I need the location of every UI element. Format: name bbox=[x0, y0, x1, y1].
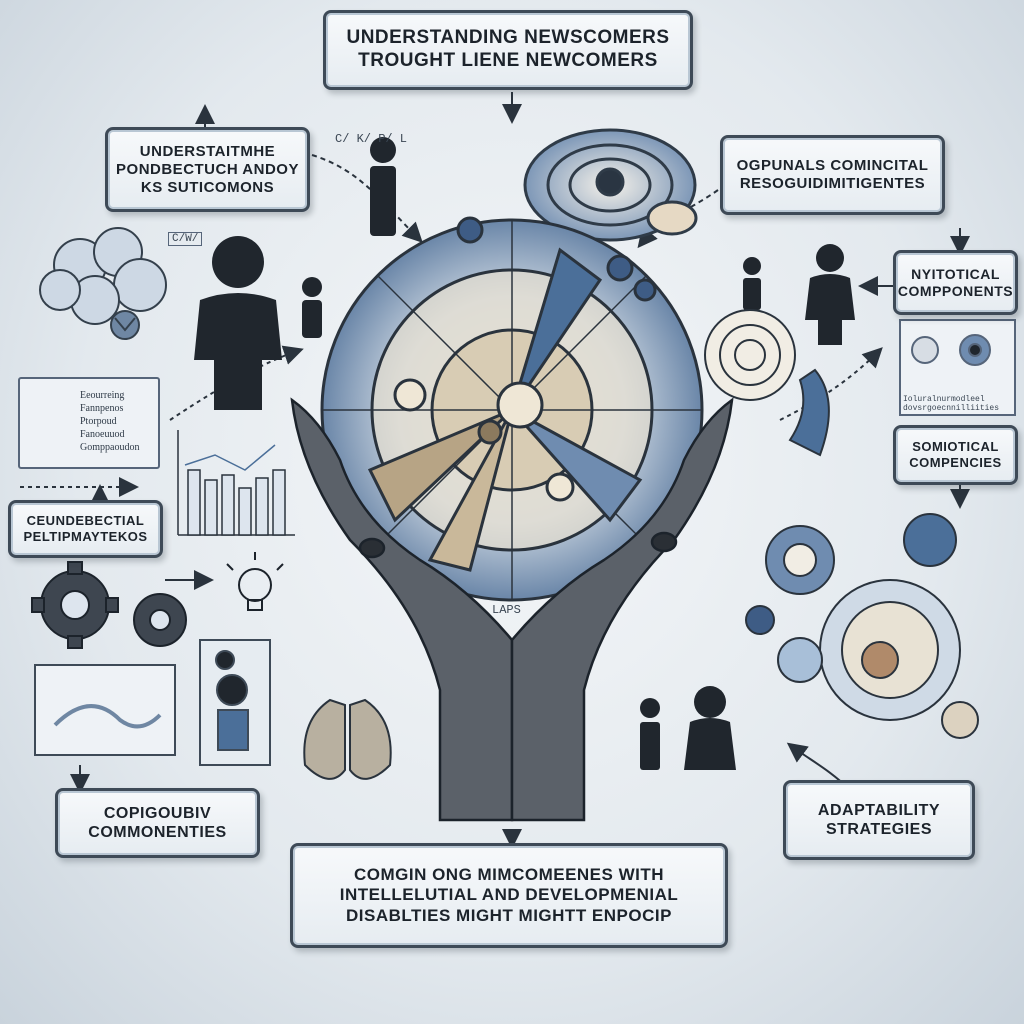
heart-icon bbox=[861, 641, 899, 679]
left-panel-line-2: Fannpenos bbox=[80, 403, 124, 414]
left-mid-line-2: PELTIPMAYTEKOS bbox=[23, 529, 148, 544]
central-wheel bbox=[320, 216, 704, 602]
right-components-line-1: NYITOTICAL bbox=[911, 265, 1000, 282]
person-figure-right-small bbox=[743, 257, 761, 310]
person-figure-right bbox=[805, 244, 855, 345]
right-mid-box: SOMIOTICAL COMPENCIES bbox=[893, 425, 1018, 485]
spiral-disc bbox=[704, 309, 830, 457]
title-box: UNDERSTANDING NEWSCOMERS TROUGHT LIENE N… bbox=[323, 10, 693, 90]
top-left-scribble: C/ K/ P/ L bbox=[335, 132, 408, 146]
bottom-right-box: ADAPTABILITY STRATEGIES bbox=[783, 780, 975, 860]
left-mid-line-1: CEUNDEBECTIAL bbox=[26, 513, 145, 529]
right-components-box: NYITOTICAL COMPPONENTS bbox=[893, 250, 1018, 315]
left-info-panel: Eeourreing Fannpenos Ptorpoud Fanoeuuod … bbox=[18, 377, 160, 469]
gear-icon-small bbox=[133, 593, 187, 647]
bottom-left-box: COPIGOUBIV COMMONENTIES bbox=[55, 788, 260, 858]
right-illustration-panel bbox=[899, 319, 1016, 416]
palm-note: LAPS bbox=[492, 603, 521, 617]
right-top-box: OGPUNALS COMINCITAL RESOGUIDIMITIGENTES bbox=[720, 135, 945, 215]
person-figure-bottom-pair bbox=[640, 686, 736, 770]
swirl-cluster bbox=[745, 513, 979, 739]
right-panel-caption: Ioluralnurmodleel dovsrgoecnnilliities bbox=[903, 395, 1000, 413]
lungs-sketch bbox=[303, 698, 392, 780]
bar-chart-sketch bbox=[177, 430, 295, 536]
bottom-line-1: COMGIN ONG MIMCOMEENES WITH bbox=[353, 864, 665, 884]
arrow-left-to-center bbox=[311, 154, 423, 243]
brain-cloud-sketch bbox=[39, 227, 167, 340]
figures-panel bbox=[199, 639, 271, 766]
left-panel-line-4: Fanoeuuod bbox=[80, 429, 125, 440]
title-line-1: UNDERSTANDING NEWSCOMERS bbox=[346, 27, 670, 49]
bottom-left-line-2: COMMONENTIES bbox=[88, 824, 227, 841]
small-tag: C/W/ bbox=[168, 232, 203, 246]
left-top-line-2: PONDBECTUCH ANDOY bbox=[116, 160, 299, 178]
supporting-hands bbox=[290, 397, 734, 822]
left-panel-line-5: Gomppaoudon bbox=[80, 442, 140, 453]
title-line-2: TROUGHT LIENE NEWCOMERS bbox=[358, 50, 658, 71]
right-top-line-2: RESOGUIDIMITIGENTES bbox=[739, 175, 926, 192]
right-mid-line-2: COMPENCIES bbox=[909, 455, 1002, 470]
left-mid-box: CEUNDEBECTIAL PELTIPMAYTEKOS bbox=[8, 500, 163, 558]
left-top-line-3: KS SUTICOMONS bbox=[140, 178, 275, 196]
swirl-target-graphic bbox=[523, 128, 698, 242]
person-figure-child bbox=[302, 277, 322, 338]
left-panel-line-3: Ptorpoud bbox=[80, 416, 117, 427]
bottom-main-box: COMGIN ONG MIMCOMEENES WITH INTELLELUTIA… bbox=[290, 843, 728, 948]
bottom-line-3: DISABLTIES MIGHT MIGHTT ENPOCIP bbox=[346, 905, 672, 925]
gear-icon bbox=[31, 561, 119, 649]
bottom-right-line-1: ADAPTABILITY bbox=[817, 801, 941, 819]
lightbulb-icon bbox=[226, 552, 284, 611]
left-panel-line-1: Eeourreing bbox=[80, 390, 125, 401]
person-figure-top bbox=[370, 137, 396, 236]
bottom-left-line-1: COPIGOUBIV bbox=[103, 804, 212, 822]
bottom-line-2: INTELLELUTIAL AND DEVELOPMENIAL bbox=[339, 885, 679, 905]
handshake-panel bbox=[34, 664, 176, 756]
left-top-line-1: UNDERSTAITMHE bbox=[139, 142, 276, 160]
person-figure-large bbox=[194, 236, 282, 410]
right-mid-line-1: SOMIOTICAL bbox=[912, 439, 999, 455]
bottom-right-line-2: STRATEGIES bbox=[825, 821, 933, 838]
right-top-line-1: OGPUNALS COMINCITAL bbox=[736, 157, 929, 174]
right-components-line-2: COMPPONENTS bbox=[897, 282, 1014, 299]
left-top-box: UNDERSTAITMHE PONDBECTUCH ANDOY KS SUTIC… bbox=[105, 127, 310, 212]
